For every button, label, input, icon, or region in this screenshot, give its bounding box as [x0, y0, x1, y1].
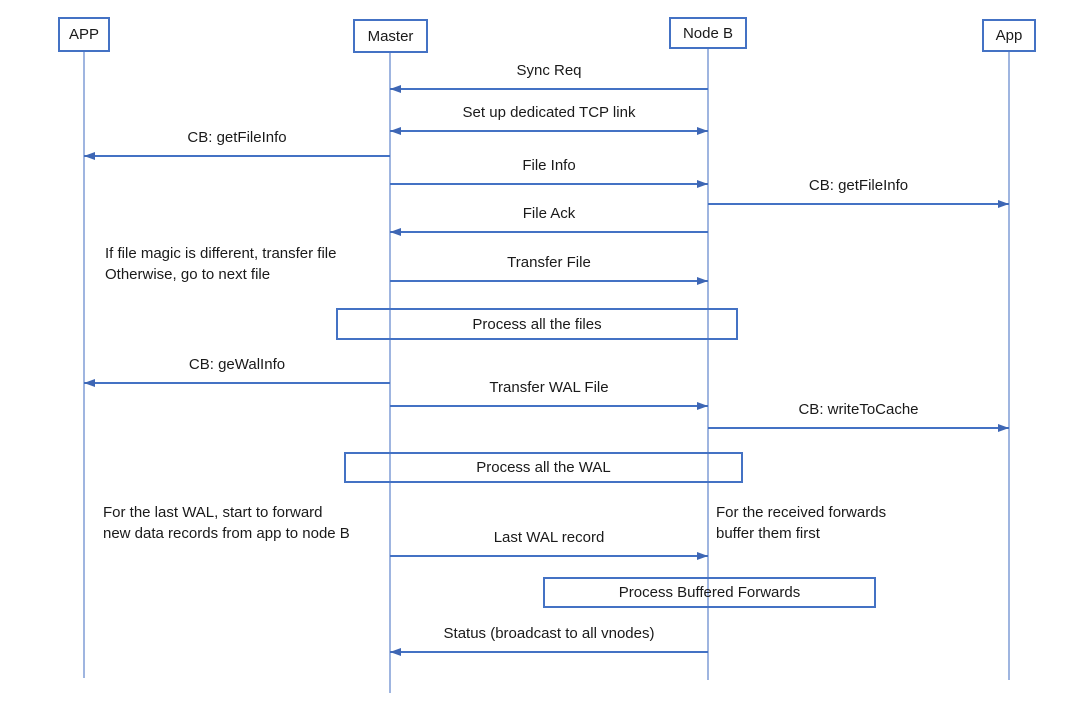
message-label-setup-tcp-link: Set up dedicated TCP link	[462, 104, 636, 121]
arrowhead-left-icon	[84, 378, 95, 387]
message-label-cb-getfileinfo-right: CB: getFileInfo	[808, 177, 909, 194]
arrowhead-right-icon	[998, 199, 1009, 208]
message-line-transfer-wal-file	[390, 401, 708, 410]
message-line-setup-tcp-link	[390, 126, 708, 135]
message-line-cb-getfileinfo-right	[708, 199, 1009, 208]
message-line-sync-req	[390, 84, 708, 93]
note-line: new data records from app to node B	[103, 525, 350, 542]
actor-box-node-b: Node B	[669, 17, 747, 49]
message-label-status-broadcast: Status (broadcast to all vnodes)	[443, 625, 655, 642]
note-line: For the received forwards	[716, 504, 887, 521]
lifeline-app-right	[1008, 52, 1010, 680]
lifeline-master	[389, 53, 391, 693]
message-label-transfer-wal-file: Transfer WAL File	[489, 379, 609, 396]
actor-box-master: Master	[353, 19, 428, 53]
note-line: For the last WAL, start to forward	[103, 504, 323, 521]
message-label-file-ack: File Ack	[522, 205, 576, 222]
arrowhead-right-icon	[697, 126, 708, 135]
arrowhead-right-icon	[998, 423, 1009, 432]
message-line-status-broadcast	[390, 647, 708, 656]
message-label-cb-getfileinfo-left: CB: getFileInfo	[187, 129, 287, 146]
arrowhead-left-icon	[390, 84, 401, 93]
message-line-file-info	[390, 179, 708, 188]
note-line: buffer them first	[716, 525, 820, 542]
message-label-transfer-file: Transfer File	[507, 254, 591, 271]
message-line-cb-getfileinfo-left	[84, 151, 390, 160]
note-note-file-magic: If file magic is different, transfer fil…	[105, 243, 336, 285]
message-line-file-ack	[390, 227, 708, 236]
message-label-last-wal-record: Last WAL record	[493, 529, 605, 546]
message-line-transfer-file	[390, 276, 708, 285]
message-label-sync-req: Sync Req	[516, 62, 582, 79]
arrowhead-right-icon	[697, 179, 708, 188]
message-label-file-info: File Info	[522, 157, 576, 174]
arrowhead-right-icon	[697, 401, 708, 410]
arrowhead-left-icon	[390, 126, 401, 135]
lifeline-app-left	[83, 52, 85, 678]
arrowhead-left-icon	[84, 151, 95, 160]
note-note-received-forwards: For the received forwards buffer them fir…	[716, 502, 886, 544]
message-label-cb-writetocache: CB: writeToCache	[798, 401, 919, 418]
actor-box-app-right: App	[982, 19, 1036, 52]
message-label-cb-gewalinfo: CB: geWalInfo	[188, 356, 286, 373]
note-line: Otherwise, go to next file	[105, 266, 271, 283]
arrowhead-left-icon	[390, 647, 401, 656]
lifeline-node-b	[707, 49, 709, 680]
activity-box-process-all-wal: Process all the WAL	[344, 452, 743, 483]
message-line-cb-writetocache	[708, 423, 1009, 432]
actor-box-app-left: APP	[58, 17, 110, 52]
activity-box-process-buffered-forwards: Process Buffered Forwards	[543, 577, 876, 608]
message-line-cb-gewalinfo	[84, 378, 390, 387]
note-note-last-wal-forward: For the last WAL, start to forward new da…	[103, 502, 350, 544]
message-line-last-wal-record	[390, 551, 708, 560]
arrowhead-right-icon	[697, 551, 708, 560]
arrowhead-left-icon	[390, 227, 401, 236]
arrowhead-right-icon	[697, 276, 708, 285]
note-line: If file magic is different, transfer fil…	[105, 245, 337, 262]
activity-box-process-all-files: Process all the files	[336, 308, 738, 340]
